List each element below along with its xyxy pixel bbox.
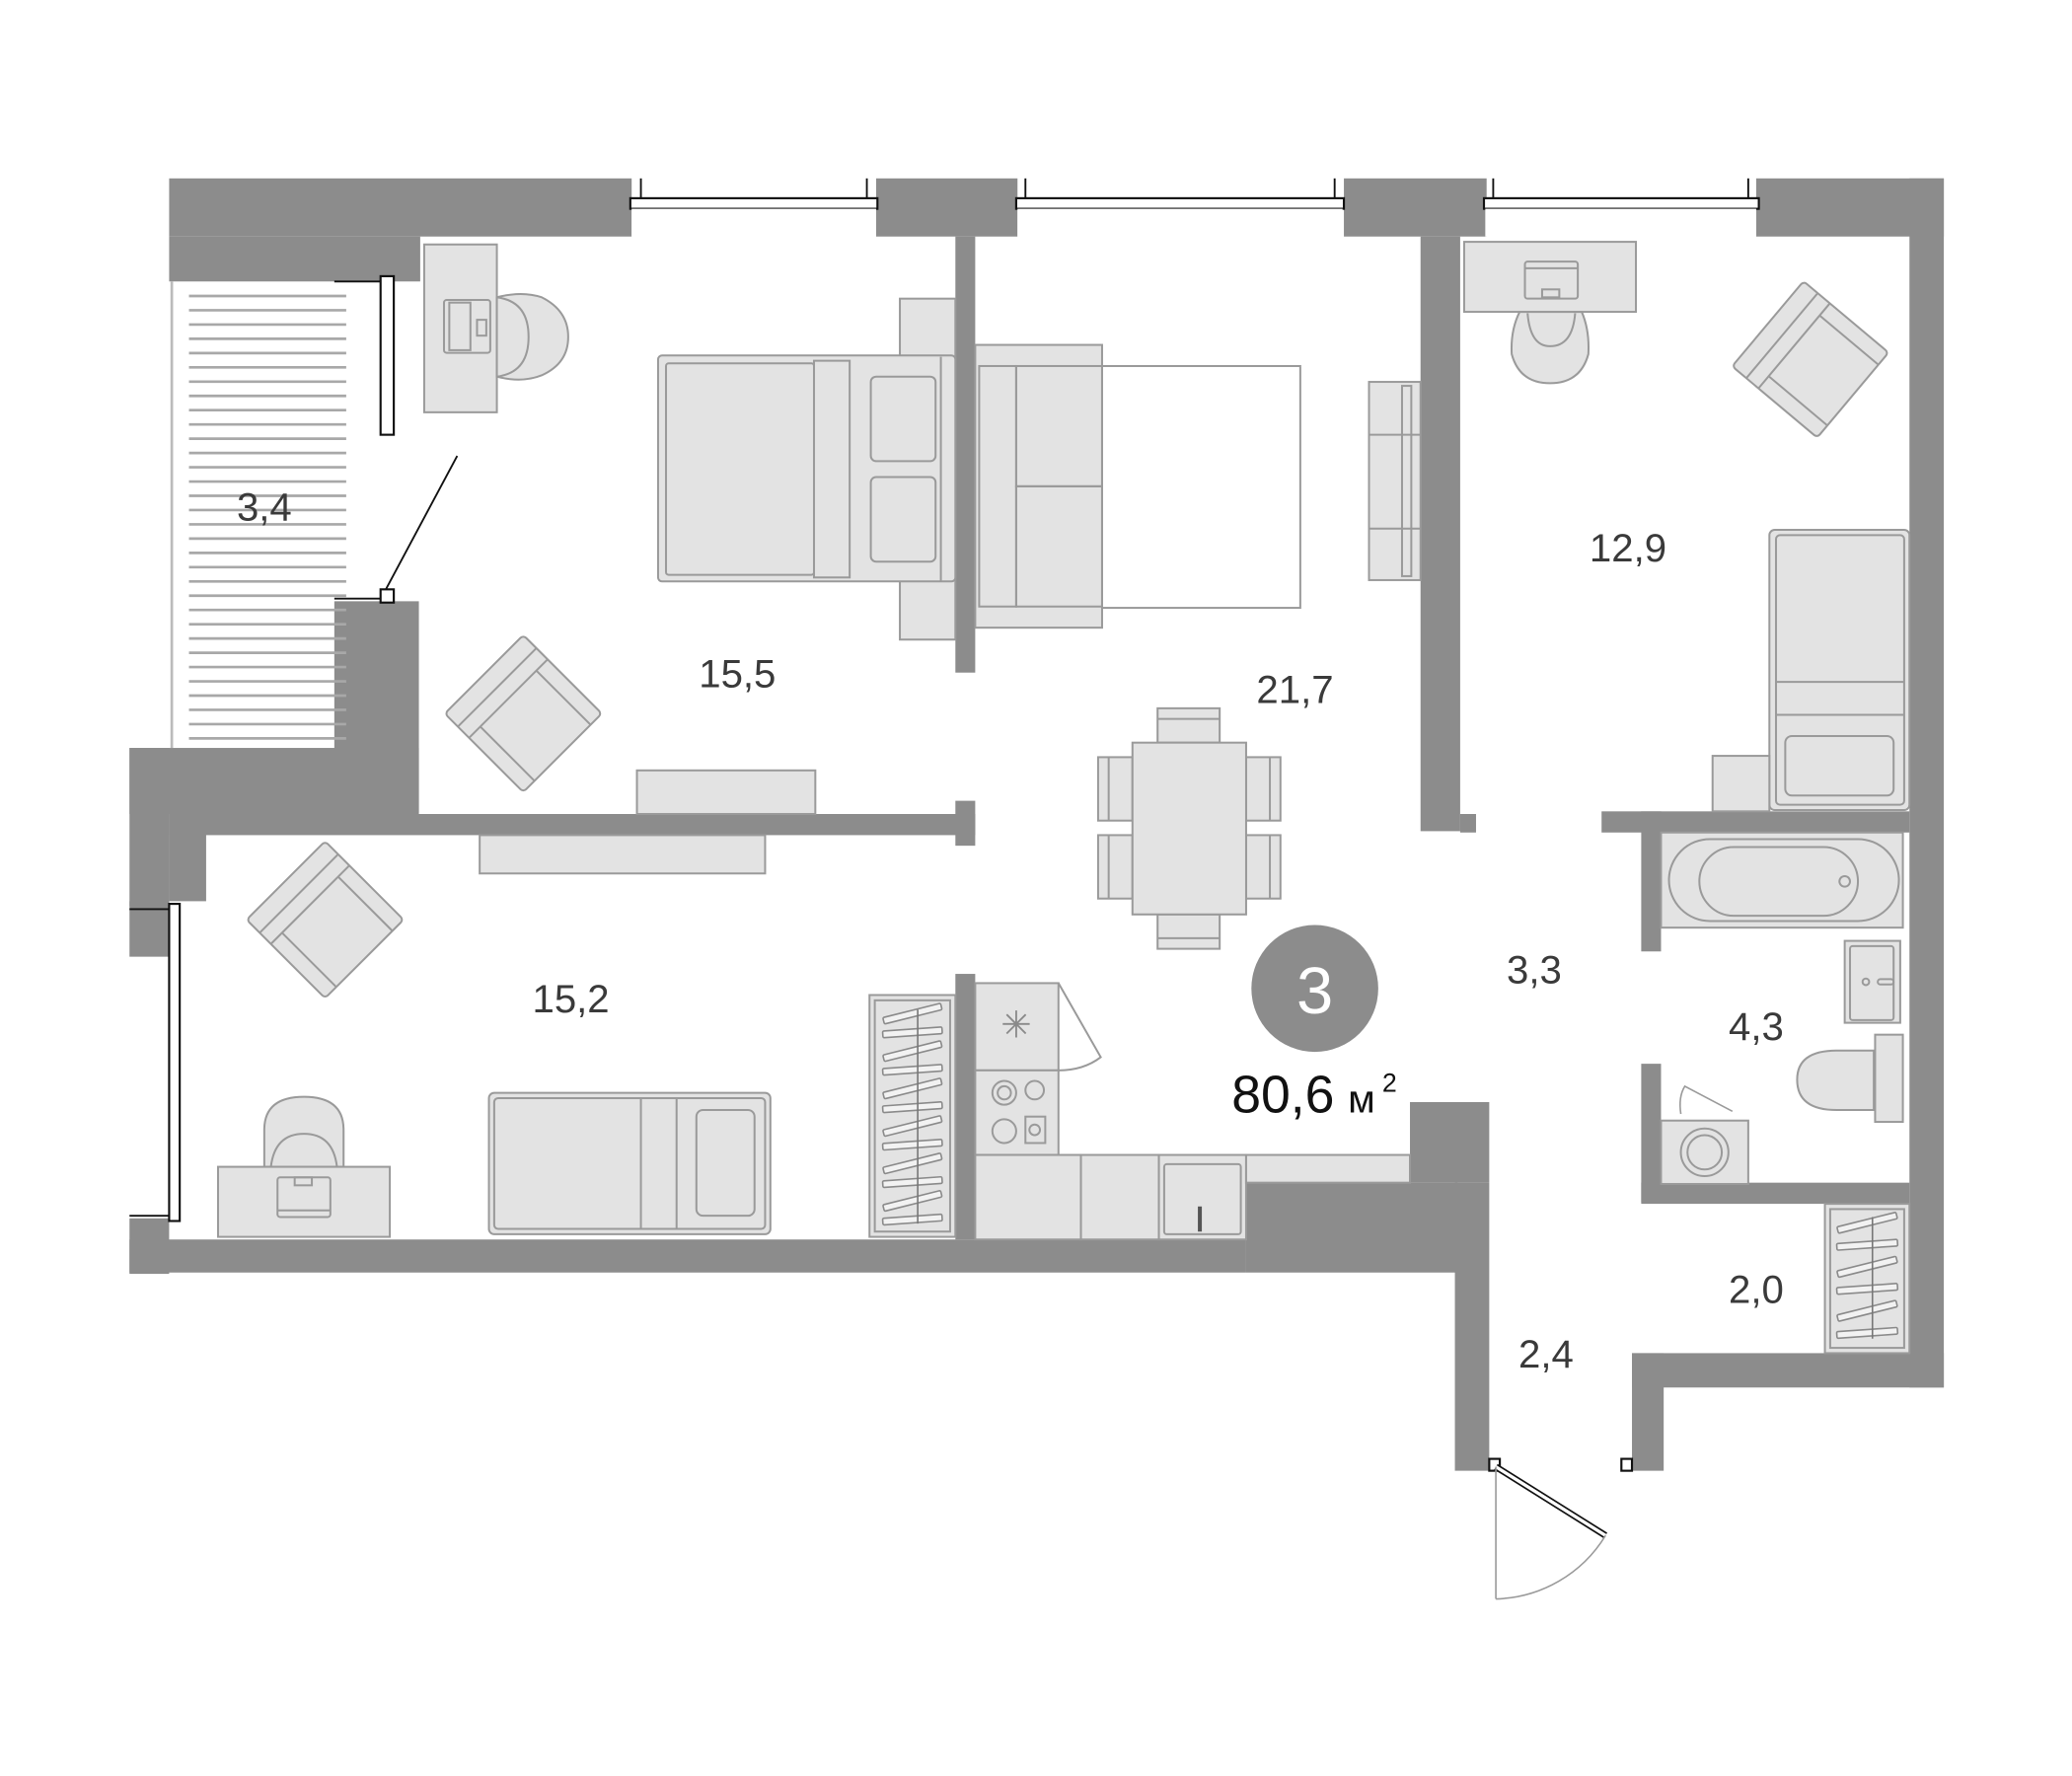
desk-top-left	[422, 243, 569, 413]
room-area-bathroom: 4,3	[1729, 1004, 1784, 1049]
balcony	[170, 274, 459, 749]
bathtub	[1660, 831, 1904, 929]
double-bed	[656, 297, 957, 641]
armchair-3	[247, 842, 404, 999]
room-area-entrance: 2,4	[1518, 1332, 1574, 1376]
room-area-bedroom-left: 15,5	[699, 651, 776, 696]
single-bed-right	[1711, 529, 1911, 813]
sofa-living	[974, 343, 1301, 629]
armchair-1	[445, 635, 602, 792]
closet-hangers-1	[868, 994, 957, 1238]
room-area-bedroom-right: 12,9	[1590, 526, 1666, 570]
walls	[129, 178, 1945, 1471]
wardrobe-bottom-left	[479, 834, 767, 875]
room-labels: 3,4 15,5 21,7 12,9 15,2 3,3 4,3 2,0 2,4	[237, 485, 1784, 1376]
room-area-bedroom-bottom: 15,2	[532, 977, 609, 1021]
total-area: 80,6 м 2	[1231, 1067, 1397, 1125]
dresser	[635, 769, 817, 816]
desk-bottom-left	[216, 1095, 392, 1238]
room-area-living-kitchen: 21,7	[1256, 668, 1333, 712]
dining-table	[1096, 706, 1282, 950]
rooms-count: 3	[1296, 954, 1333, 1028]
svg-text:✳: ✳	[1000, 1002, 1031, 1046]
washing-machine	[1660, 1084, 1749, 1186]
toilet	[1796, 1033, 1904, 1124]
room-area-wardrobe: 2,0	[1729, 1268, 1784, 1312]
room-area-balcony: 3,4	[237, 485, 292, 530]
desk-top-right	[1462, 241, 1638, 385]
room-area-hallway: 3,3	[1507, 947, 1562, 992]
sink	[1843, 939, 1901, 1024]
armchair-2	[1733, 281, 1888, 437]
total-area-unit-sup: 2	[1382, 1068, 1397, 1097]
windows	[129, 178, 1760, 1222]
single-bed-bottom	[487, 1091, 772, 1235]
total-area-value: 80,6	[1231, 1067, 1334, 1125]
rooms-count-badge: 3	[1251, 925, 1378, 1053]
closet-hangers-2	[1823, 1203, 1911, 1355]
balcony-decking	[188, 294, 346, 740]
kitchen: ✳	[974, 982, 1412, 1241]
total-area-unit: м	[1348, 1077, 1375, 1122]
entrance-door	[1488, 1457, 1634, 1600]
tv-stand	[1368, 381, 1422, 581]
